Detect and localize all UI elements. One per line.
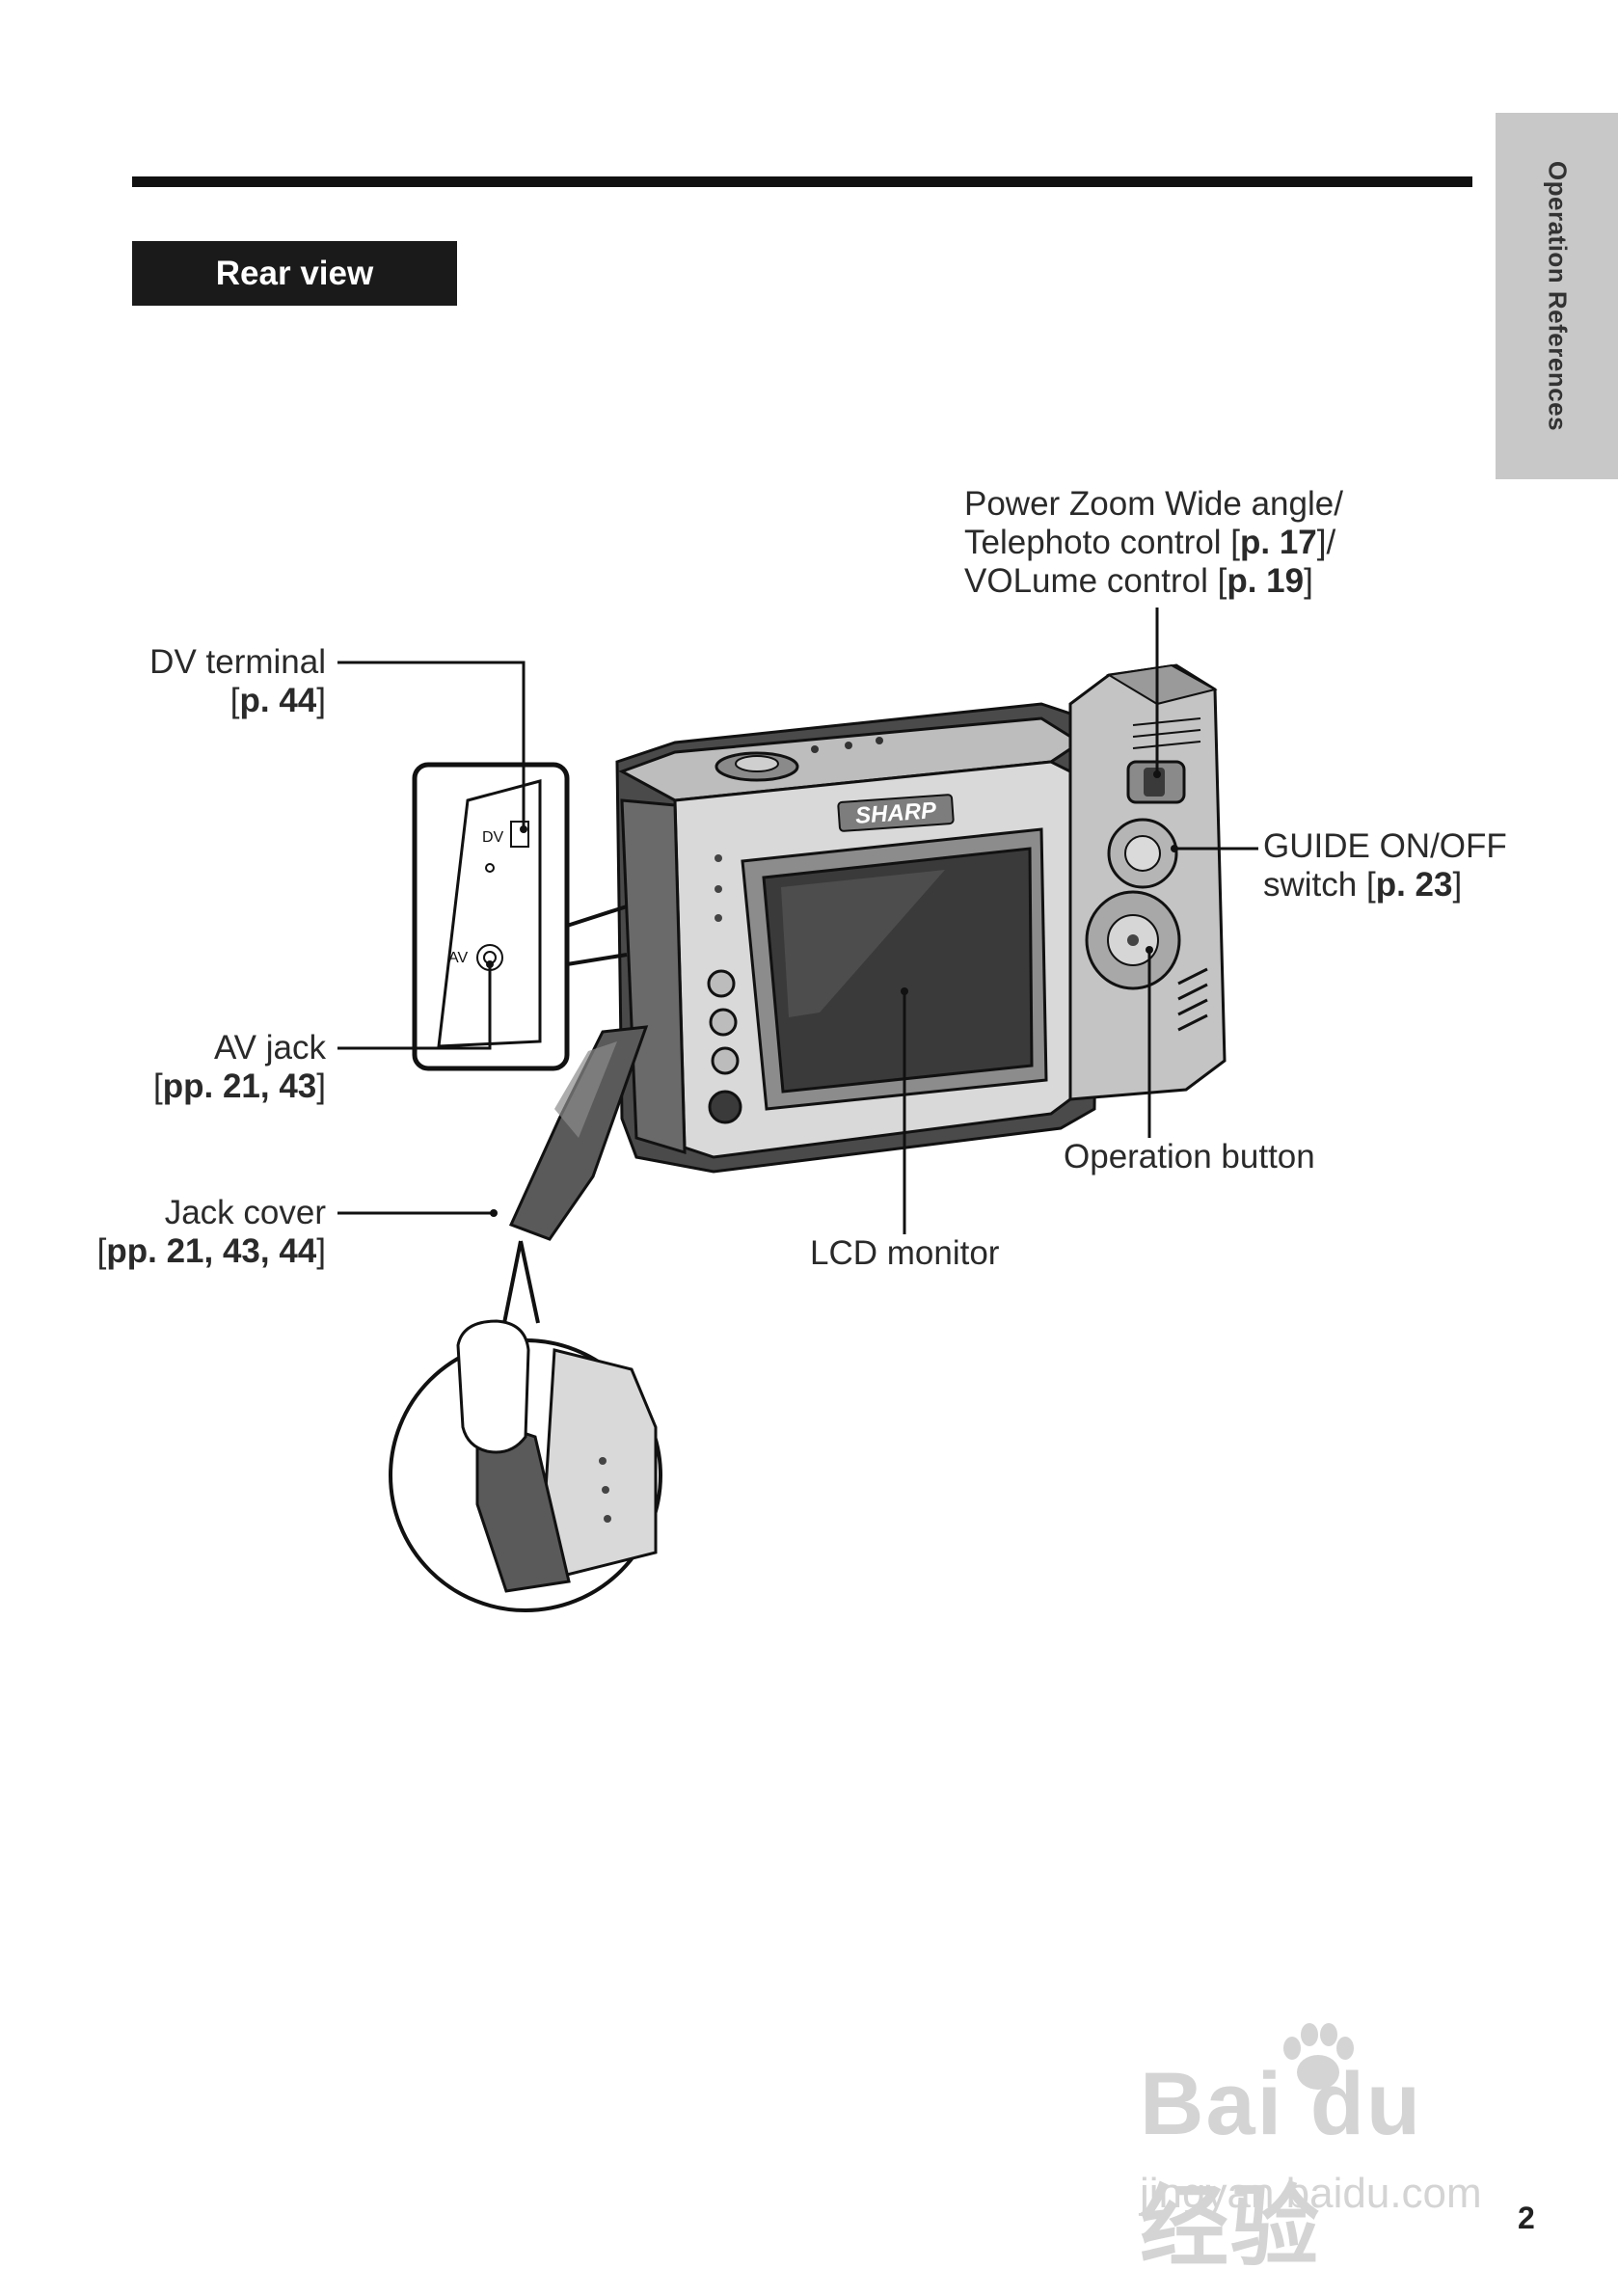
sharp-logo: SHARP: [854, 797, 938, 829]
guide-switch-line2: switch [p. 23]: [1263, 866, 1463, 904]
dv-port-icon: [510, 821, 529, 848]
leader-av-jack: [337, 967, 492, 1050]
callout-power-zoom: Power Zoom Wide angle/ Telephoto control…: [964, 485, 1343, 601]
top-rule: [132, 176, 1472, 187]
dv-terminal-label: DV terminal: [149, 643, 326, 681]
av-jack-label: AV jack: [213, 1029, 326, 1067]
camera-left-side: [620, 798, 687, 1155]
power-zoom-line3: VOLume control [p. 19]: [964, 562, 1313, 600]
callout-jack-cover: Jack cover [pp. 21, 43, 44]: [97, 1194, 326, 1271]
page-number: 2: [1518, 2201, 1535, 2235]
finger-icon: [456, 1319, 530, 1454]
dv-terminal-ref: [p. 44]: [229, 682, 326, 719]
sharp-logo-plate: [837, 794, 955, 832]
jack-cover-label: Jack cover: [164, 1194, 326, 1231]
paw-icon: [1283, 2023, 1354, 2090]
operation-button-label: Operation button: [1064, 1138, 1315, 1175]
side-button-4: [708, 1090, 742, 1124]
power-zoom-line2: Telephoto control [p. 17]/: [964, 524, 1336, 561]
watermark-url: jingyan.baidu.com: [1140, 2170, 1482, 2217]
power-zoom-line1: Power Zoom Wide angle/: [964, 485, 1343, 523]
callout-dv-terminal: DV terminal [p. 44]: [149, 643, 326, 720]
lcd-monitor-label: LCD monitor: [810, 1234, 1000, 1272]
side-button-2: [709, 1008, 738, 1037]
guide-switch-line1: GUIDE ON/OFF: [1263, 827, 1507, 865]
callout-guide-switch: GUIDE ON/OFF switch [p. 23]: [1263, 827, 1507, 905]
leader-dv-terminal: [337, 661, 526, 826]
jack-cover-ref: [pp. 21, 43, 44]: [96, 1232, 326, 1270]
dv-port-label: DV: [482, 829, 504, 846]
callout-lcd-monitor: LCD monitor: [810, 1234, 999, 1273]
av-jack-ref: [pp. 21, 43]: [153, 1067, 326, 1105]
side-button-3: [711, 1046, 740, 1075]
callout-av-jack: AV jack [pp. 21, 43]: [153, 1029, 326, 1106]
side-button-1: [707, 969, 736, 998]
section-title: Rear view: [132, 241, 457, 306]
watermark: Bai du 经验 jingyan.baidu.com: [1140, 2019, 1525, 2277]
callout-operation-button: Operation button: [1064, 1138, 1315, 1176]
side-tab: Operation References: [1496, 113, 1618, 479]
watermark-logo: Bai du 经验: [1140, 2055, 1423, 2277]
av-port-label: AV: [448, 950, 468, 966]
